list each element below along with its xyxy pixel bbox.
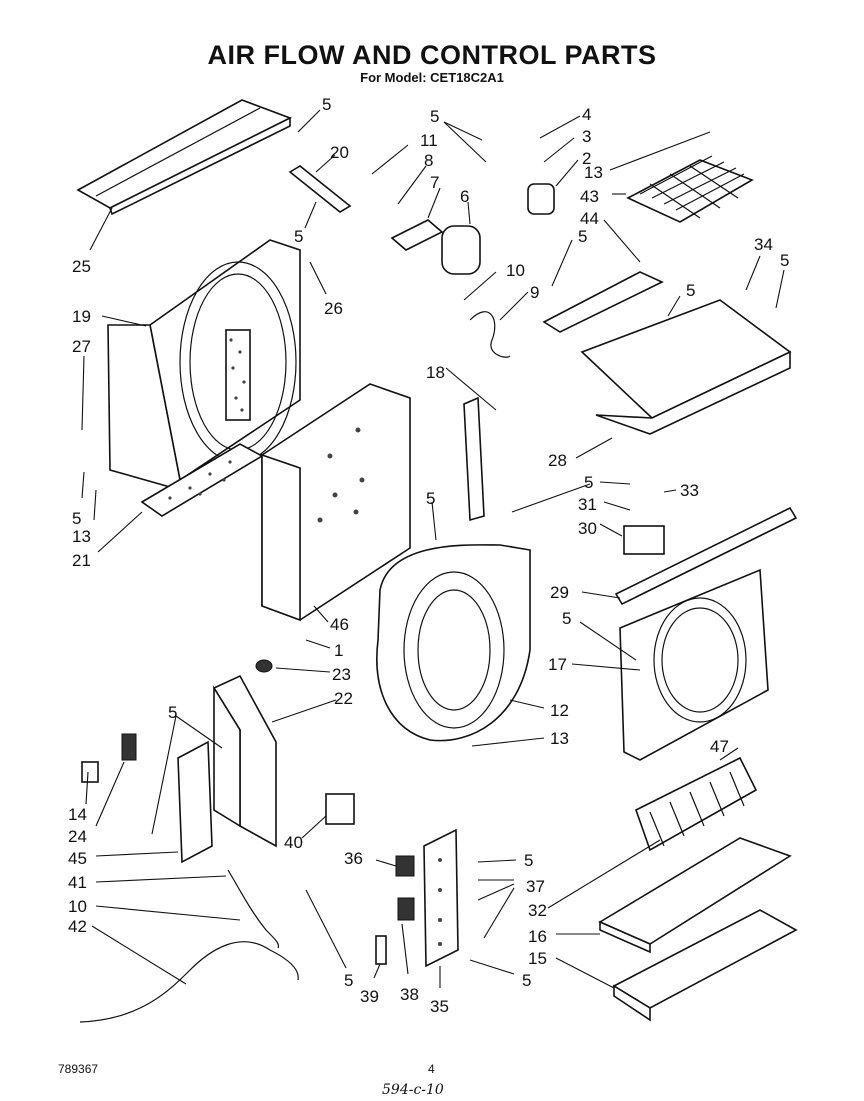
callout: 5	[430, 107, 439, 126]
callout: 35	[430, 997, 449, 1016]
rear-panel	[619, 568, 769, 761]
callout: 31	[578, 495, 597, 514]
callout: 5	[522, 971, 531, 990]
callout: 5	[294, 227, 303, 246]
small-parts	[79, 183, 665, 1023]
callout: 36	[344, 849, 363, 868]
duct-22	[212, 674, 277, 848]
switch-bracket	[423, 828, 459, 968]
callout: 44	[580, 209, 599, 228]
callout: 5	[344, 971, 353, 990]
callout: 7	[430, 173, 439, 192]
document-number: 789367	[58, 1062, 99, 1076]
callout: 32	[528, 901, 547, 920]
callout: 25	[72, 257, 91, 276]
callout: 33	[680, 481, 699, 500]
callout: 13	[550, 729, 569, 748]
callout: 5	[578, 227, 587, 246]
callout: 20	[330, 143, 349, 162]
callout: 5	[780, 251, 789, 270]
coil	[635, 756, 758, 852]
callout: 13	[72, 527, 91, 546]
callout: 34	[754, 235, 773, 254]
base-pan	[580, 299, 792, 435]
grille	[626, 155, 754, 223]
deflector-top	[76, 99, 292, 216]
page-number: 4	[428, 1062, 435, 1076]
callout: 19	[72, 307, 91, 326]
callout: 45	[68, 849, 87, 868]
callout: 2	[582, 149, 591, 168]
strip-29	[614, 506, 798, 606]
callout: 13	[584, 163, 603, 182]
callout: 39	[360, 987, 379, 1006]
callout: 4	[582, 105, 591, 124]
callout-labels: 5 20 25 5 19 27 26 5 13 21 11 8 7 5 4 3 …	[68, 95, 789, 1016]
callout: 27	[72, 337, 91, 356]
callout: 29	[550, 583, 569, 602]
callout: 15	[528, 949, 547, 968]
callout: 5	[168, 703, 177, 722]
callout: 24	[68, 827, 87, 846]
callout: 17	[548, 655, 567, 674]
callout: 8	[424, 151, 433, 170]
callout: 43	[580, 187, 599, 206]
callout: 47	[710, 737, 729, 756]
callout: 9	[530, 283, 539, 302]
callout: 10	[68, 897, 87, 916]
callout: 40	[284, 833, 303, 852]
blower-housing	[376, 544, 531, 742]
callout: 3	[582, 127, 591, 146]
leader-lines	[81, 109, 785, 989]
callout: 18	[426, 363, 445, 382]
callout: 6	[460, 187, 469, 206]
callout: 28	[548, 451, 567, 470]
callout: 37	[526, 877, 545, 896]
cover-45	[177, 740, 213, 864]
callout: 21	[72, 551, 91, 570]
page-title: AIR FLOW AND CONTROL PARTS	[207, 40, 657, 70]
callout: 41	[68, 873, 87, 892]
callout: 16	[528, 927, 547, 946]
bracket-20	[288, 165, 352, 213]
callout: 26	[324, 299, 343, 318]
callout: 5	[524, 851, 533, 870]
callout: 5	[72, 509, 81, 528]
tray-15	[612, 909, 798, 1022]
callout: 38	[400, 985, 419, 1004]
model-subtitle: For Model: CET18C2A1	[360, 70, 504, 85]
callout: 30	[578, 519, 597, 538]
callout: 10	[506, 261, 525, 280]
callout: 5	[322, 95, 331, 114]
callout: 5	[686, 281, 695, 300]
callout: 5	[584, 473, 593, 492]
callout: 42	[68, 917, 87, 936]
callout: 46	[330, 615, 349, 634]
callout: 5	[562, 609, 571, 628]
callout: 14	[68, 805, 87, 824]
callout: 11	[420, 131, 438, 150]
tray-16	[598, 837, 792, 954]
callout: 22	[334, 689, 353, 708]
callout: 1	[334, 641, 343, 660]
handwritten-note: 594-c-10	[382, 1082, 444, 1098]
control-box	[261, 383, 411, 622]
callout: 12	[550, 701, 569, 720]
callout: 5	[426, 489, 435, 508]
callout: 23	[332, 665, 351, 684]
